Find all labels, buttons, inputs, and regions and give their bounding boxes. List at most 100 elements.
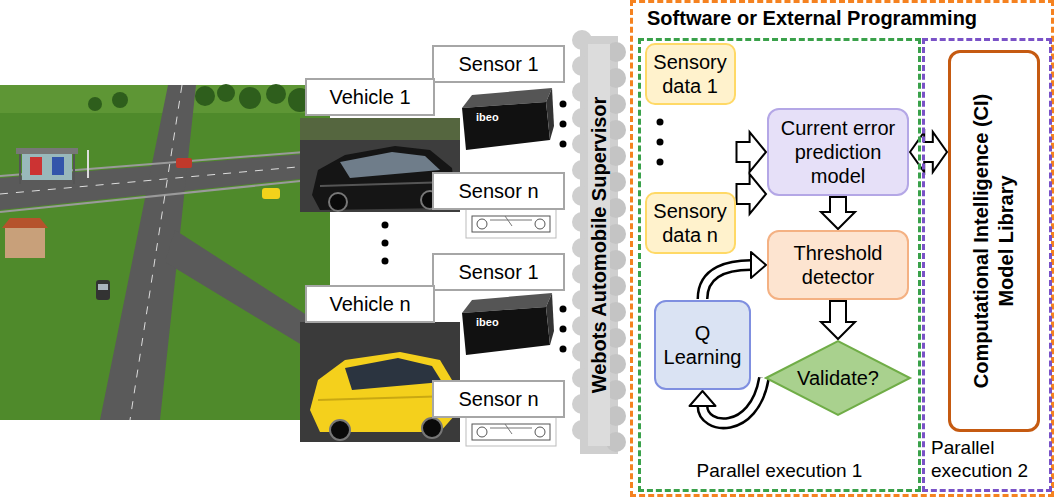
block-arrow xyxy=(821,301,855,339)
sensor-drawing xyxy=(490,220,532,221)
simulation-scene xyxy=(0,84,330,420)
sensor-box: Sensor n xyxy=(432,380,565,418)
ellipsis-dots xyxy=(382,258,389,265)
lidar-sensor-photo xyxy=(462,102,550,150)
sensor-drawing xyxy=(466,417,556,446)
arrow-head xyxy=(690,391,716,406)
arrow-head xyxy=(751,252,766,278)
curved-arrow xyxy=(703,265,752,299)
simulation-scene xyxy=(262,188,280,199)
vehicle-photo xyxy=(300,118,460,140)
simulation-scene xyxy=(5,228,45,258)
lidar-sensor-photo xyxy=(462,88,554,150)
simulation-scene xyxy=(195,86,215,106)
simulation-scene xyxy=(0,178,330,212)
connector-arrow xyxy=(910,132,947,172)
connector-arrow xyxy=(821,301,855,339)
simulation-scene xyxy=(22,154,72,180)
ellipsis-dots xyxy=(657,159,664,166)
sensor-drawing xyxy=(535,219,545,229)
node-text: Computational Intelligence (CI) Model Li… xyxy=(969,91,1019,391)
sensor-drawing xyxy=(472,424,550,440)
sensor-drawing xyxy=(505,424,512,434)
node-text: Vehicle 1 xyxy=(329,85,410,109)
vehicle-photo xyxy=(330,420,350,440)
ellipsis-dots xyxy=(657,139,664,146)
vehicle-photo xyxy=(340,152,440,178)
sensor-logo-text: ibeo xyxy=(476,317,499,328)
ellipsis-dots xyxy=(560,326,567,333)
vehicle-photo xyxy=(422,418,442,438)
connector-arrow xyxy=(737,132,767,172)
ellipsis-dots xyxy=(382,240,389,247)
connector-arrow xyxy=(737,174,767,214)
node-text: Vehicle n xyxy=(329,292,410,316)
simulation-scene xyxy=(130,85,182,420)
sensor-drawing xyxy=(490,428,532,429)
block-arrow xyxy=(737,174,767,214)
data-box: Sensory data n xyxy=(645,192,736,254)
node-text: Sensor n xyxy=(458,179,538,203)
ellipsis-dots xyxy=(560,141,567,148)
vehicle-photo xyxy=(329,193,347,211)
node-text: Sensor 1 xyxy=(458,260,538,284)
lidar-sensor-photo xyxy=(546,293,554,345)
sensor-box: Sensor 1 xyxy=(432,45,565,83)
simulation-scene xyxy=(0,85,330,420)
block-arrow xyxy=(737,132,767,172)
process-box: Current error prediction model xyxy=(767,108,909,196)
sensor-drawing xyxy=(477,219,487,229)
simulation-scene xyxy=(16,148,78,154)
sensor-drawing xyxy=(472,216,550,232)
node-text: Validate? xyxy=(797,366,879,390)
sensor-drawing xyxy=(535,427,545,437)
connector-arrow xyxy=(821,197,855,229)
simulation-scene xyxy=(88,97,102,111)
parallel-region: Parallel execution 2Computational Intell… xyxy=(922,38,1052,492)
simulation-scene xyxy=(112,92,128,108)
lidar-sensor-photo xyxy=(462,293,554,355)
simulation-scene xyxy=(239,87,261,109)
ellipsis-dots xyxy=(560,101,567,108)
simulation-scene xyxy=(52,157,64,175)
sensor-drawing xyxy=(466,209,556,238)
vehicle-box: Vehicle 1 xyxy=(305,78,435,116)
node-text: Software or External Programming xyxy=(647,6,1037,30)
simulation-scene xyxy=(2,218,48,228)
node-text: Sensor 1 xyxy=(458,52,538,76)
process-box: Q Learning xyxy=(654,300,751,390)
simulation-scene xyxy=(87,150,89,178)
sensor-drawing xyxy=(466,209,556,238)
block-arrow xyxy=(910,132,947,172)
library-box: Computational Intelligence (CI) Model Li… xyxy=(948,50,1040,432)
simulation-scene xyxy=(19,154,21,184)
block-arrow xyxy=(821,197,855,229)
ellipsis-dots xyxy=(560,306,567,313)
node-text: Current error prediction model xyxy=(775,116,901,188)
ellipsis-dots xyxy=(657,119,664,126)
sensor-drawing xyxy=(505,216,512,226)
lidar-sensor-photo xyxy=(546,88,554,140)
simulation-scene xyxy=(30,157,42,175)
lidar-sensor-photo xyxy=(462,307,550,355)
ellipsis-dots xyxy=(560,346,567,353)
vehicle-box: Vehicle n xyxy=(305,285,435,323)
node-text: Parallel execution 1 xyxy=(697,460,863,483)
vehicle-photo xyxy=(320,182,450,186)
data-box: Sensory data 1 xyxy=(645,43,736,105)
simulation-scene xyxy=(266,84,286,104)
ellipsis-dots xyxy=(560,121,567,128)
simulation-scene xyxy=(73,154,75,184)
node-text: Sensor n xyxy=(458,387,538,411)
decision-diamond-shape xyxy=(766,341,910,415)
node-text: Sensory data 1 xyxy=(653,50,728,98)
node-text: Threshold detector xyxy=(775,241,901,289)
sensor-box: Sensor n xyxy=(432,172,565,210)
parallel-region: Parallel execution 1 Sensory data 1 Curren… xyxy=(638,38,921,492)
simulation-scene xyxy=(98,284,108,290)
supervisor-band: Webots Automobile Supervisor xyxy=(574,30,624,460)
sensor-box: Sensor 1 xyxy=(432,253,565,291)
process-box: Threshold detector xyxy=(767,230,909,300)
sensor-drawing xyxy=(466,417,556,446)
curved-arrow xyxy=(703,265,752,299)
